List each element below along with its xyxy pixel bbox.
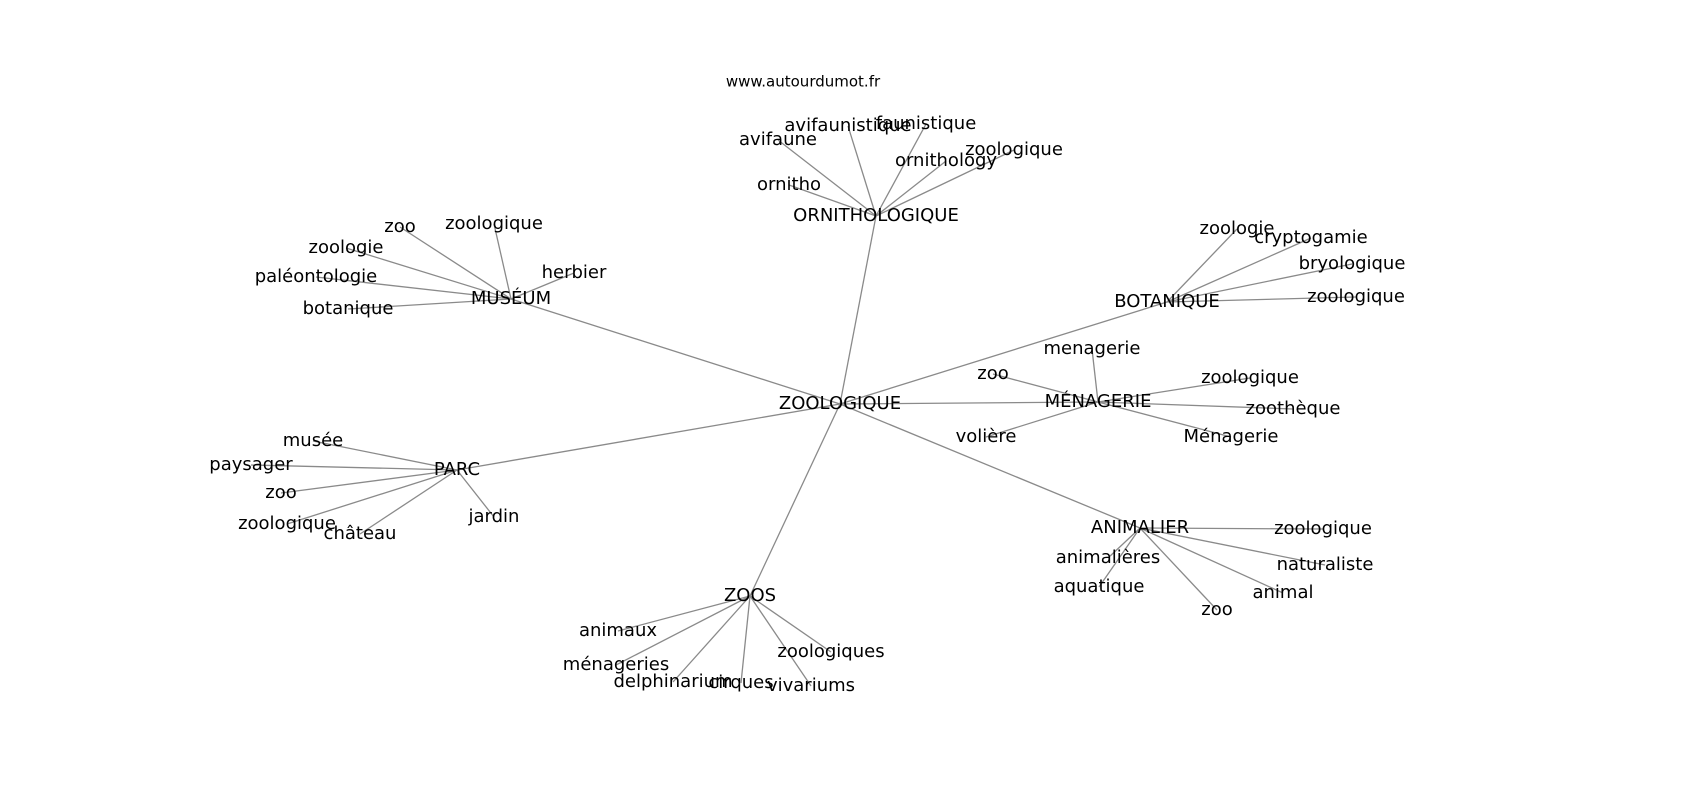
leaf-node-zoos: vivariums xyxy=(767,675,855,696)
edge-botanique-leaf xyxy=(1166,263,1353,303)
edge-animalier-leaf xyxy=(1139,527,1326,566)
leaf-node-museum: herbier xyxy=(542,262,607,283)
edge-museum-leaf xyxy=(493,223,512,300)
edge-botanique-leaf xyxy=(1166,228,1238,303)
leaf-node-menagerie: zoothèque xyxy=(1246,398,1341,419)
edge-zoos-leaf xyxy=(749,595,832,653)
leaf-node-animalier: zoologique xyxy=(1274,518,1372,539)
leaf-node-botanique: zoologique xyxy=(1307,286,1405,307)
edge-ornithologique-leaf xyxy=(847,125,877,217)
edge-menagerie-leaf xyxy=(985,401,1099,438)
leaf-node-ornithologique: faunistique xyxy=(876,113,977,134)
leaf-node-animalier: animalières xyxy=(1056,547,1161,568)
edge-menagerie-leaf xyxy=(1091,348,1099,403)
edge-museum-leaf xyxy=(315,276,512,300)
leaf-node-animalier: zoo xyxy=(1201,599,1232,620)
edge-zoos-leaf xyxy=(740,595,751,684)
leaf-node-museum: botanique xyxy=(303,298,394,319)
edge-museum-leaf xyxy=(510,272,575,300)
leaf-node-parc: château xyxy=(324,523,397,544)
edge-ornithologique-leaf xyxy=(777,139,877,217)
edge-menagerie-leaf xyxy=(992,373,1099,403)
edge-center-museum xyxy=(510,298,841,405)
leaf-node-museum: zoologie xyxy=(309,237,384,258)
leaf-node-museum: zoologique xyxy=(445,213,543,234)
edge-ornithologique-leaf xyxy=(875,149,1015,217)
hub-node-parc: PARC xyxy=(434,459,480,480)
edge-center-zoos xyxy=(749,403,841,597)
edge-animalier-leaf xyxy=(1139,527,1284,594)
leaf-node-menagerie: menagerie xyxy=(1043,338,1140,359)
leaf-node-menagerie: volière xyxy=(956,426,1017,447)
leaf-node-menagerie: zoo xyxy=(977,363,1008,384)
site-url: www.autourdumot.fr xyxy=(726,73,881,91)
edge-zoos-leaf xyxy=(615,595,751,666)
leaf-node-parc: paysager xyxy=(209,454,293,475)
edge-parc-leaf xyxy=(280,469,458,494)
edge-animalier-leaf xyxy=(1098,527,1141,588)
edge-ornithologique-leaf xyxy=(875,123,927,217)
edge-center-ornithologique xyxy=(839,215,877,405)
leaf-node-zoos: ménageries xyxy=(563,654,669,675)
leaf-node-botanique: zoologie xyxy=(1200,218,1275,239)
edge-ornithologique-leaf xyxy=(788,184,877,217)
leaf-node-zoos: zoologiques xyxy=(777,641,884,662)
edge-animalier-leaf xyxy=(1139,527,1324,530)
edge-animalier-leaf xyxy=(1139,527,1218,611)
graph-edges xyxy=(250,123,1357,687)
leaf-node-ornithologique: avifaunistique xyxy=(784,115,911,136)
hub-node-menagerie: MÉNAGERIE xyxy=(1045,390,1152,412)
hub-node-botanique: BOTANIQUE xyxy=(1114,291,1220,312)
edge-zoos-leaf xyxy=(617,595,751,632)
leaf-node-botanique: bryologique xyxy=(1299,253,1406,274)
leaf-node-ornithologique: ornitho xyxy=(757,174,821,195)
graph-labels: www.autourdumot.fr ZOOLOGIQUE ORNITHOLOGI… xyxy=(209,73,1405,697)
leaf-node-parc: jardin xyxy=(468,506,520,527)
hub-node-museum: MUSÉUM xyxy=(471,287,551,309)
leaf-node-parc: zoologique xyxy=(238,513,336,534)
edge-parc-leaf xyxy=(250,464,458,471)
leaf-node-ornithologique: avifaune xyxy=(739,129,817,150)
leaf-node-ornithologique: ornithology xyxy=(895,150,997,171)
edge-botanique-leaf xyxy=(1166,296,1357,303)
edge-museum-leaf xyxy=(345,247,512,300)
edge-parc-leaf xyxy=(359,469,458,535)
leaf-node-zoos: animaux xyxy=(579,620,657,641)
edge-zoos-leaf xyxy=(672,595,751,683)
edge-botanique-leaf xyxy=(1166,237,1312,303)
edge-ornithologique-leaf xyxy=(875,160,947,217)
hub-node-zoos: ZOOS xyxy=(724,585,776,606)
leaf-node-zoos: delphinarium xyxy=(613,671,732,692)
hub-node-ornithologique: ORNITHOLOGIQUE xyxy=(793,205,959,226)
leaf-node-animalier: animal xyxy=(1252,582,1313,603)
leaf-node-parc: musée xyxy=(283,430,343,451)
leaf-node-zoos: cirques xyxy=(708,672,773,693)
edge-menagerie-leaf xyxy=(1097,377,1251,403)
leaf-node-menagerie: zoologique xyxy=(1201,367,1299,388)
edge-center-botanique xyxy=(839,301,1168,405)
leaf-node-animalier: aquatique xyxy=(1054,576,1145,597)
leaf-node-parc: zoo xyxy=(265,482,296,503)
edge-parc-leaf xyxy=(312,440,458,471)
edge-animalier-leaf xyxy=(1107,527,1141,559)
edge-menagerie-leaf xyxy=(1097,401,1294,410)
edge-center-menagerie xyxy=(839,401,1099,405)
leaf-node-botanique: cryptogamie xyxy=(1254,227,1368,248)
edge-center-animalier xyxy=(839,403,1141,529)
hub-node-animalier: ANIMALIER xyxy=(1091,517,1189,538)
leaf-node-museum: zoo xyxy=(384,216,415,237)
edge-parc-leaf xyxy=(456,469,495,518)
center-node-label: ZOOLOGIQUE xyxy=(779,393,901,414)
edge-museum-leaf xyxy=(347,298,512,310)
leaf-node-ornithologique: zoologique xyxy=(965,139,1063,160)
leaf-node-animalier: naturaliste xyxy=(1277,554,1374,575)
edge-center-parc xyxy=(456,403,841,471)
edge-zoos-leaf xyxy=(749,595,812,687)
edge-museum-leaf xyxy=(399,226,512,300)
leaf-node-museum: paléontologie xyxy=(255,266,378,287)
leaf-node-menagerie: Ménagerie xyxy=(1183,426,1278,447)
edge-menagerie-leaf xyxy=(1097,401,1232,438)
edge-parc-leaf xyxy=(286,469,458,525)
